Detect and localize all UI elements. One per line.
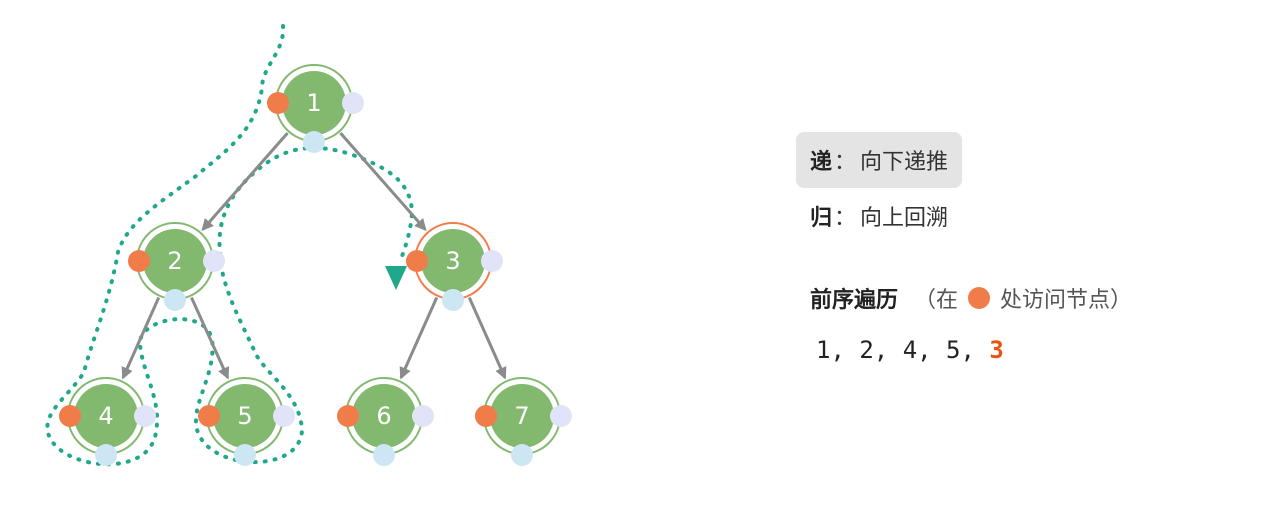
tree-edge <box>201 132 289 231</box>
node-body <box>282 71 346 135</box>
node-label: 5 <box>237 402 252 430</box>
current-node: 3 <box>989 336 1004 364</box>
node-label: 4 <box>98 402 113 430</box>
node-body <box>490 384 554 448</box>
traversal-path <box>45 24 415 467</box>
node-label: 7 <box>514 402 529 430</box>
tree-edge <box>121 296 161 380</box>
node-label: 2 <box>167 247 182 275</box>
legend-down-key: 递 <box>810 150 833 175</box>
tree-edge <box>399 296 439 380</box>
in-order-dot-icon <box>95 444 117 466</box>
tree-edge <box>467 296 507 380</box>
post-order-dot-icon <box>481 250 503 272</box>
post-order-dot-icon <box>342 92 364 114</box>
node-body <box>74 384 138 448</box>
in-order-dot-icon <box>373 444 395 466</box>
legend-up-text: 向上回溯 <box>860 206 949 231</box>
node-label: 6 <box>376 402 391 430</box>
pre-order-dot-icon <box>267 92 289 114</box>
node-label: 1 <box>306 89 321 117</box>
traversal-note: （在 处访问节点） <box>914 282 1132 314</box>
visited-nodes: 1, 2, 4, 5, <box>816 336 990 364</box>
in-order-dot-icon <box>442 289 464 311</box>
node-label: 3 <box>445 247 460 275</box>
legend-up-key: 归 <box>810 206 833 231</box>
traversal-title: 前序遍历 <box>810 288 899 313</box>
post-order-dot-icon <box>273 405 295 427</box>
pre-order-dot-icon <box>198 405 220 427</box>
in-order-dot-icon <box>234 444 256 466</box>
in-order-dot-icon <box>303 131 325 153</box>
legend-panel: 递：向下递推 归：向上回溯 前序遍历 （在 处访问节点） 1, 2, 4, 5,… <box>796 132 1266 364</box>
pre-order-dot-icon <box>59 405 81 427</box>
visit-sequence: 1, 2, 4, 5, 3 <box>796 336 1266 364</box>
pre-order-dot-icon <box>475 405 497 427</box>
in-order-dot-icon <box>164 289 186 311</box>
post-order-dot-icon <box>412 405 434 427</box>
path-arrow-icon <box>385 266 407 290</box>
node-body <box>421 229 485 293</box>
tree-edge <box>190 296 230 380</box>
legend-down-recursion: 递：向下递推 <box>796 132 963 188</box>
post-order-dot-icon <box>134 405 156 427</box>
legend-down-text: 向下递推 <box>860 150 949 175</box>
tree-edge <box>339 132 427 231</box>
tree-node-5: 5 <box>198 377 295 466</box>
legend-down-colon: ： <box>834 150 857 175</box>
in-order-dot-icon <box>511 444 533 466</box>
node-body <box>213 384 277 448</box>
pre-order-dot-icon <box>128 250 150 272</box>
legend-up-backtrack: 归：向上回溯 <box>796 188 962 244</box>
traversal-note-prefix: （在 <box>914 288 959 313</box>
tree-node-3: 3 <box>406 222 503 311</box>
post-order-dot-icon <box>550 405 572 427</box>
traversal-note-suffix: 处访问节点） <box>1000 288 1133 313</box>
pre-order-dot-icon <box>968 287 991 309</box>
legend-up-colon: ： <box>834 206 857 231</box>
tree-node-1: 1 <box>267 64 364 153</box>
traversal-heading: 前序遍历 （在 处访问节点） <box>796 282 1266 314</box>
pre-order-dot-icon <box>337 405 359 427</box>
pre-order-dot-icon <box>406 250 428 272</box>
node-body <box>143 229 207 293</box>
tree-node-7: 7 <box>475 377 572 466</box>
node-body <box>352 384 416 448</box>
tree-node-4: 4 <box>59 377 156 466</box>
post-order-dot-icon <box>203 250 225 272</box>
binary-tree-diagram: 1 2 3 4 5 6 7 <box>45 24 572 467</box>
tree-node-6: 6 <box>337 377 434 466</box>
tree-node-2: 2 <box>128 222 225 311</box>
